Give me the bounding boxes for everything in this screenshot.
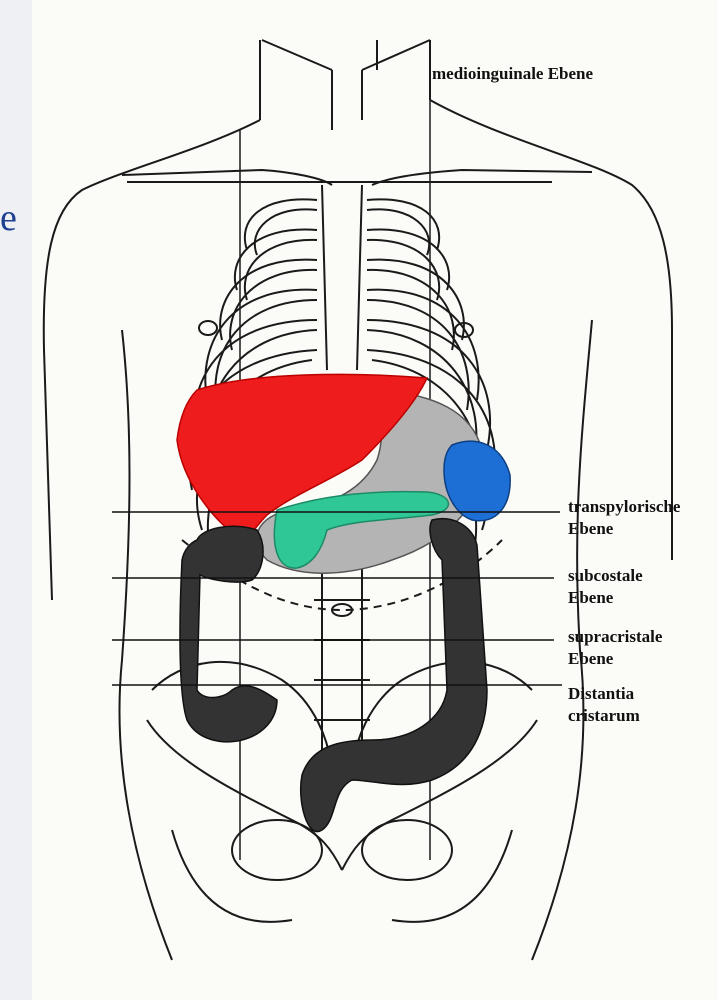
label-supracristal-line1: supracristale <box>568 627 662 647</box>
label-supracristal-line2: Ebene <box>568 649 613 669</box>
label-distantia-line2: cristarum <box>568 706 640 726</box>
label-transpyloric-line1: transpylorische <box>568 497 680 517</box>
label-transpyloric-line2: Ebene <box>568 519 613 539</box>
anatomy-figure: medioinguinale Ebene transpylorische Ebe… <box>32 0 718 1000</box>
label-subcostal-line1: subcostale <box>568 566 643 586</box>
slide-title-fragment: e <box>0 196 17 240</box>
label-medioinguinal: medioinguinale Ebene <box>432 64 593 84</box>
label-distantia-line1: Distantia <box>568 684 634 704</box>
label-subcostal-line2: Ebene <box>568 588 613 608</box>
